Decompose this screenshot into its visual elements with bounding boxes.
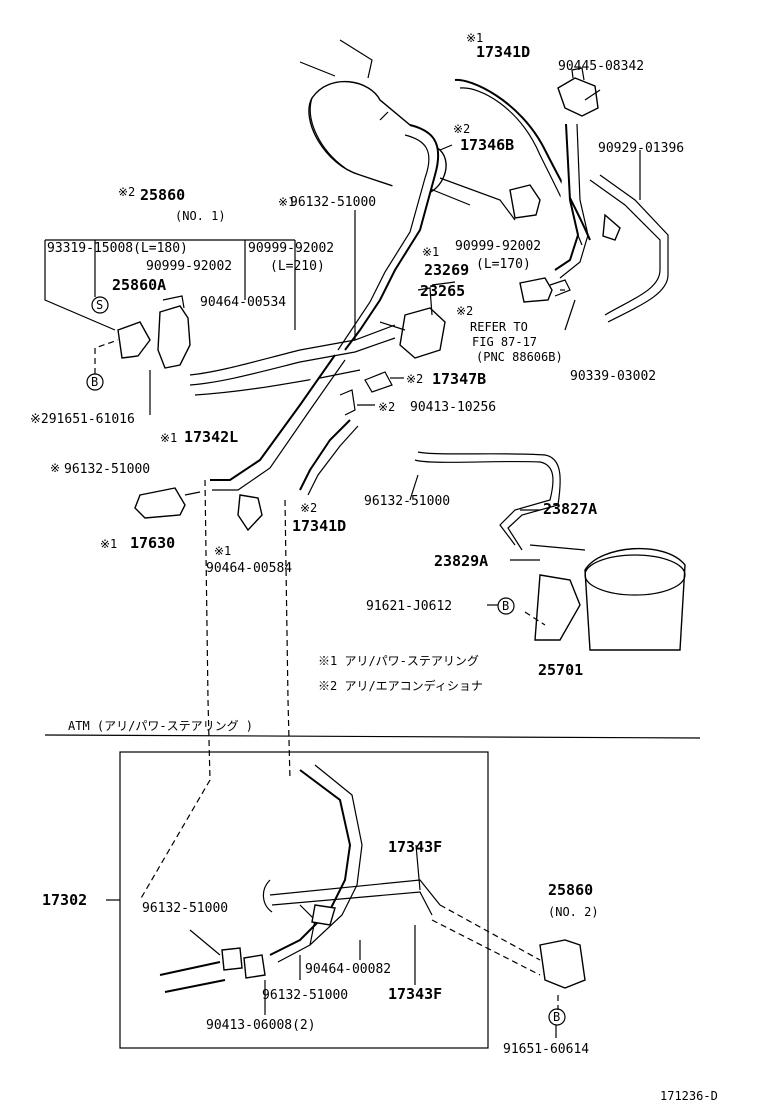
label-23829A: 23829A	[434, 552, 488, 570]
ref-S: S	[96, 298, 103, 312]
label-17343F-top: 17343F	[388, 838, 442, 856]
ref-B-1: B	[91, 375, 98, 389]
label-23827A: 23827A	[543, 500, 597, 518]
label-25860-no1: (NO. 1)	[175, 209, 226, 223]
label-17630: 17630	[130, 534, 175, 552]
label-17302: 17302	[42, 891, 87, 909]
note-1: ※1 アリ/パワ-ステアリング	[318, 654, 479, 668]
label-90445: 90445-08342	[558, 59, 644, 74]
atm-heading: ATM (アリ/パワ-ステアリング )	[68, 719, 253, 733]
label-90999-b: 90999-92002	[146, 259, 232, 274]
label-96132-b: 96132-51000	[64, 462, 150, 477]
label-17341D-mid: 17341D	[292, 517, 346, 535]
vsv-25860A	[157, 305, 191, 369]
label-90413-a-mark: ※2	[378, 400, 395, 414]
canister-25701	[584, 547, 686, 651]
label-refer-3: (PNC 88606B)	[476, 350, 563, 364]
label-90464-c: 90464-00082	[305, 962, 391, 977]
label-17341D-top-mark: ※1	[466, 31, 483, 45]
label-25860: 25860	[140, 186, 185, 204]
label-23265: 23265	[420, 282, 465, 300]
label-90999-c-len: (L=170)	[476, 257, 531, 272]
drawing-lines	[44, 39, 701, 1049]
label-90999-a: 90999-92002	[248, 241, 334, 256]
label-90999-b-len: (L=210)	[270, 259, 325, 274]
label-91651-b: 91651-60614	[503, 1042, 589, 1057]
label-17341D-mid-mark: ※2	[300, 501, 317, 515]
label-25860-no2: (NO. 2)	[548, 905, 599, 919]
label-17346B-mark: ※2	[453, 122, 470, 136]
label-90464-a: 90464-00534	[200, 295, 286, 310]
label-96132-b-mark: ※	[50, 461, 60, 475]
label-17347B: 17347B	[432, 370, 486, 388]
hose-17342L	[210, 354, 336, 481]
label-17341D-top: 17341D	[476, 43, 530, 61]
label-refer-1: REFER TO	[470, 320, 528, 334]
label-23269-mark: ※1	[422, 245, 439, 259]
label-25860-mark: ※2	[118, 185, 135, 199]
label-refer-mark: ※2	[456, 304, 473, 318]
label-96132-d: 96132-51000	[142, 901, 228, 916]
valve-23269	[399, 307, 446, 359]
label-91651-a: ※291651-61016	[30, 412, 135, 427]
label-refer-2: FIG 87-17	[472, 335, 537, 349]
label-23269: 23269	[424, 261, 469, 279]
vsv-25860-no2	[539, 939, 586, 989]
label-96132-a-mark: ※1	[278, 195, 295, 209]
label-17346B: 17346B	[460, 136, 514, 154]
ref-B-3: B	[553, 1010, 560, 1024]
label-90413-b: 90413-06008(2)	[206, 1018, 316, 1033]
label-96132-c: 96132-51000	[364, 494, 450, 509]
ref-B-2: B	[502, 599, 509, 613]
sensor-17630	[134, 487, 186, 519]
hose-17346B	[554, 123, 580, 271]
label-90929: 90929-01396	[598, 141, 684, 156]
label-25860A: 25860A	[112, 276, 166, 294]
label-90464-b: 90464-00584	[206, 561, 292, 576]
label-96132-e: 96132-51000	[262, 988, 348, 1003]
label-90464-b-mark: ※1	[214, 544, 231, 558]
part-90445	[557, 77, 599, 117]
label-90413-a: 90413-10256	[410, 400, 496, 415]
label-91621: 91621-J0612	[366, 599, 452, 614]
label-25860-b: 25860	[548, 881, 593, 899]
label-17347B-mark: ※2	[406, 372, 423, 386]
label-93319: 93319-15008(L=180)	[47, 241, 188, 256]
figure-id: 171236-D	[660, 1089, 718, 1103]
hose-main-1	[344, 124, 440, 351]
vsv-23265	[519, 277, 553, 303]
label-17342L-mark: ※1	[160, 431, 177, 445]
part-labels: ※1 17341D 90445-08342 ※2 17346B 90929-01…	[30, 31, 718, 1103]
label-17343F-bot: 17343F	[388, 985, 442, 1003]
hose-17341D-top	[454, 78, 591, 241]
note-2: ※2 アリ/エアコンディショナ	[318, 678, 483, 693]
label-90999-c: 90999-92002	[455, 239, 541, 254]
label-17342L: 17342L	[184, 428, 238, 446]
hose-17341D-mid	[299, 419, 351, 491]
label-96132-a: 96132-51000	[290, 195, 376, 210]
atm-hose-vertical	[269, 769, 352, 956]
label-90339: 90339-03002	[570, 369, 656, 384]
label-17630-mark: ※1	[100, 537, 117, 551]
label-25701: 25701	[538, 661, 583, 679]
